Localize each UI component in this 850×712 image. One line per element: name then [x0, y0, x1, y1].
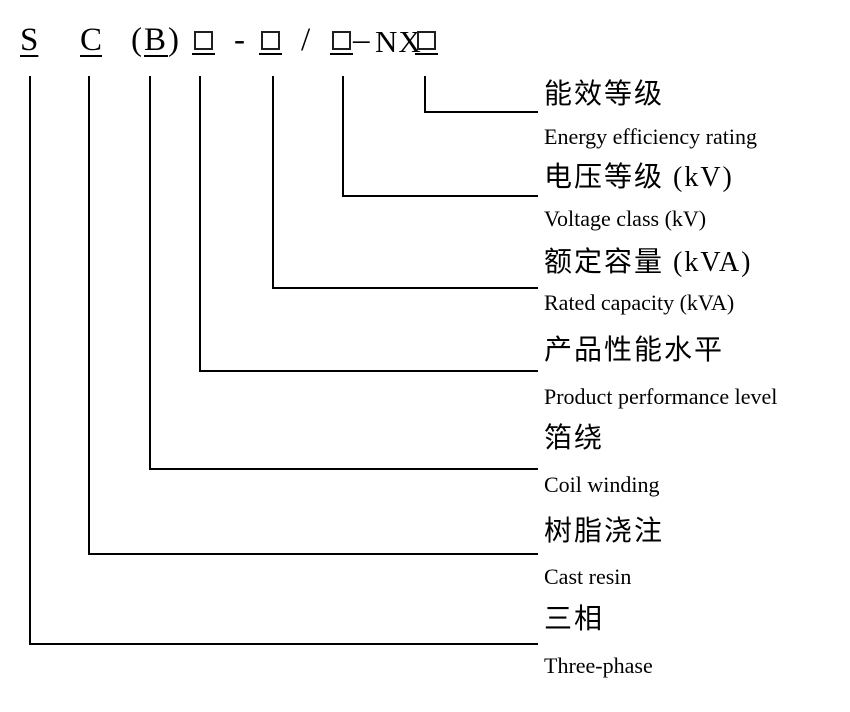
label-performance-level-en: Product performance level — [544, 384, 778, 409]
connector-vline-rated-capacity — [272, 76, 274, 289]
connector-hline-coil-winding — [149, 468, 538, 470]
connector-hline-rated-capacity — [272, 287, 538, 289]
placeholder-box-icon — [192, 31, 215, 55]
code-letter-s: S — [20, 22, 39, 58]
connector-vline-cast-resin — [88, 76, 90, 555]
code-box-efficiency — [415, 24, 438, 57]
code-paren-group: (B) — [131, 24, 181, 57]
label-coil-winding-cn: 箔绕 — [544, 423, 605, 454]
connector-vline-performance-level — [199, 76, 201, 372]
code-box-capacity — [259, 24, 282, 57]
code-box-performance — [192, 24, 215, 57]
placeholder-box-icon — [330, 31, 353, 55]
connector-hline-voltage-class — [342, 195, 538, 197]
label-voltage-class-cn: 电压等级 (kV) — [544, 162, 734, 193]
connector-hline-performance-level — [199, 370, 538, 372]
connector-vline-voltage-class — [342, 76, 344, 197]
connector-vline-three-phase — [29, 76, 31, 645]
connector-vline-coil-winding — [149, 76, 151, 470]
label-rated-capacity-cn: 额定容量 (kVA) — [544, 247, 753, 278]
label-three-phase-en: Three-phase — [544, 653, 653, 678]
code-box-voltage: – — [330, 22, 370, 58]
code-letter-b: B — [144, 22, 169, 58]
label-coil-winding-en: Coil winding — [544, 472, 660, 497]
code-slash: / — [301, 22, 311, 58]
label-cast-resin-cn: 树脂浇注 — [544, 516, 665, 547]
connector-hline-energy-efficiency — [424, 111, 538, 113]
open-paren: ( — [131, 22, 144, 58]
close-paren: ) — [168, 22, 182, 58]
label-cast-resin-en: Cast resin — [544, 564, 632, 589]
label-three-phase-cn: 三相 — [544, 604, 605, 635]
placeholder-box-icon — [415, 31, 438, 55]
code-dash: – — [353, 22, 370, 58]
label-voltage-class-en: Voltage class (kV) — [544, 206, 707, 231]
code-letters-nx: NX — [375, 24, 422, 59]
connector-vline-energy-efficiency — [424, 76, 426, 113]
label-rated-capacity-en: Rated capacity (kVA) — [544, 290, 735, 315]
connector-hline-three-phase — [29, 643, 538, 645]
placeholder-box-icon — [259, 31, 282, 55]
label-performance-level-cn: 产品性能水平 — [544, 335, 725, 366]
label-energy-efficiency-cn: 能效等级 — [544, 79, 665, 110]
code-hyphen: - — [234, 22, 245, 58]
code-letter-c: C — [80, 22, 103, 58]
label-energy-efficiency-en: Energy efficiency rating — [544, 124, 757, 149]
connector-hline-cast-resin — [88, 553, 538, 555]
